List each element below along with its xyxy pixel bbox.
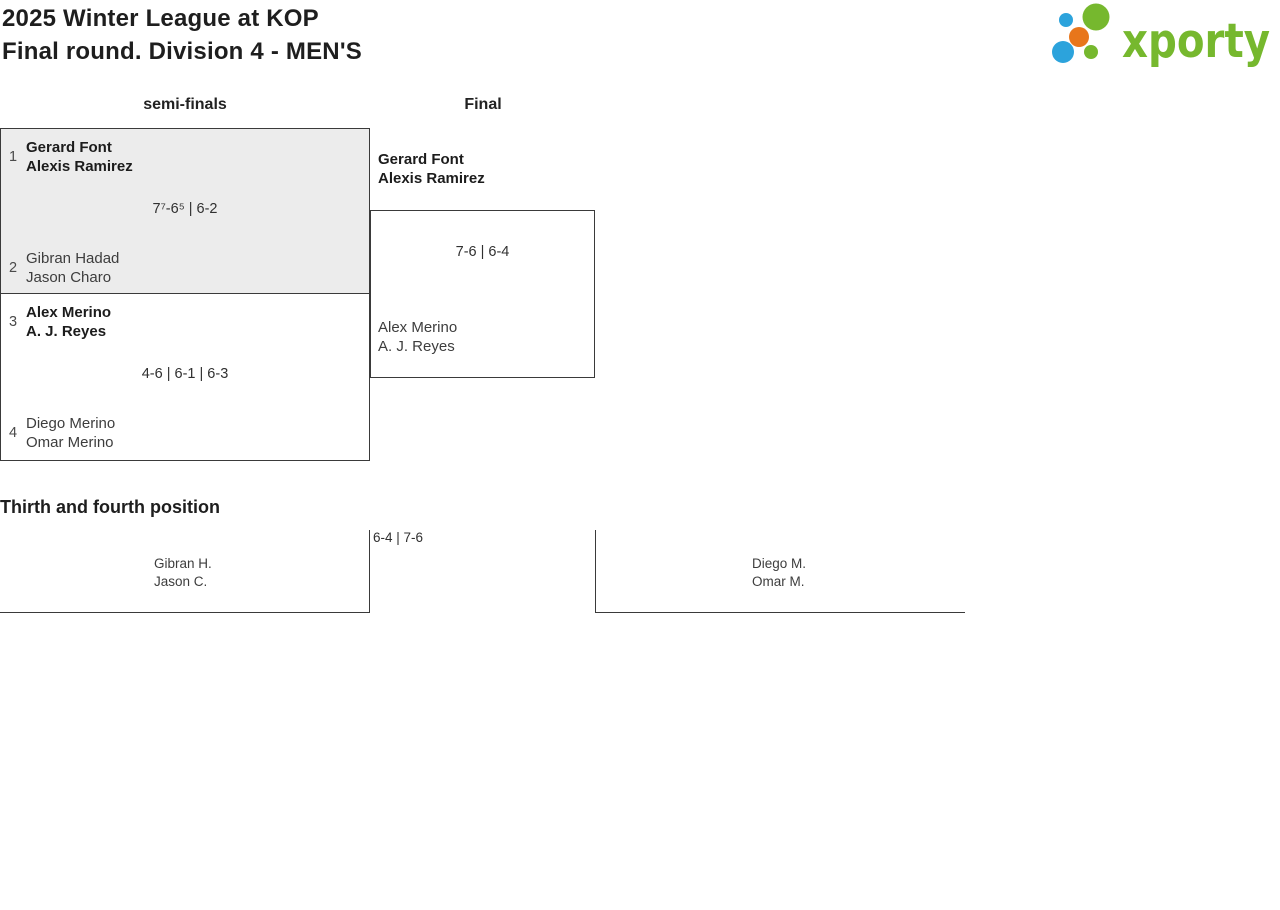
seed-number: 1 xyxy=(9,149,18,165)
player-name: Omar Merino xyxy=(26,434,114,451)
match-score: 4-6 | 6-1 | 6-3 xyxy=(141,366,229,382)
seed-number: 4 xyxy=(9,425,18,441)
final-match-box[interactable]: 7-6 | 6-4 xyxy=(370,210,595,378)
logo-dot-blue-small xyxy=(1059,13,1073,27)
round-header-semifinals: semi-finals xyxy=(143,96,227,113)
final-winner-team: Gerard Font Alexis Ramirez xyxy=(378,150,485,188)
logo-wordmark: xporty xyxy=(1122,14,1270,69)
player-name: Jason C. xyxy=(154,573,208,589)
page-header: 2025 Winter League at KOP Final round. D… xyxy=(2,2,362,68)
player-name: Alexis Ramirez xyxy=(26,158,133,175)
final-match-score: 7-6 | 6-4 xyxy=(455,244,510,260)
player-name: Alexis Ramirez xyxy=(378,170,485,187)
seed-number: 2 xyxy=(9,260,18,276)
player-name: Diego Merino xyxy=(26,415,116,432)
team-players: Gerard Font Alexis Ramirez xyxy=(26,138,133,176)
player-name: Alex Merino xyxy=(378,319,458,336)
team-seed-1: 1 Gerard Font Alexis Ramirez xyxy=(9,138,133,176)
logo-dot-green-large xyxy=(1082,3,1110,31)
player-name: Jason Charo xyxy=(26,269,112,286)
player-name: Gerard Font xyxy=(378,151,464,168)
logo-dot-orange xyxy=(1069,27,1089,47)
page-subtitle: Final round. Division 4 - MEN'S xyxy=(2,38,362,65)
team-seed-3: 3 Alex Merino A. J. Reyes xyxy=(9,303,111,341)
third-place-section-title: Thirth and fourth position xyxy=(0,497,220,517)
player-name: A. J. Reyes xyxy=(26,323,107,340)
logo-dot-green-small xyxy=(1084,45,1098,59)
xporty-logo-graphic: xporty xyxy=(1052,3,1270,69)
team-players: Alex Merino A. J. Reyes xyxy=(26,303,111,341)
match-score: 7⁷-6⁵ | 6-2 xyxy=(152,201,218,217)
xporty-logo: xporty xyxy=(1050,0,1275,75)
player-name: Omar M. xyxy=(752,573,805,589)
seed-number: 3 xyxy=(9,314,18,330)
player-name: Gibran H. xyxy=(154,556,212,571)
third-place-right-bracket[interactable]: Diego M. Omar M. xyxy=(595,530,965,613)
logo-dot-blue-large xyxy=(1052,41,1074,63)
third-place-score: 6-4 | 7-6 xyxy=(373,530,424,545)
page-title: 2025 Winter League at KOP xyxy=(2,5,319,32)
semifinal-match-1[interactable]: 1 Gerard Font Alexis Ramirez 7⁷-6⁵ | 6-2… xyxy=(0,128,370,294)
team-players: Diego Merino Omar Merino xyxy=(26,414,115,452)
third-place-left-team: Gibran H. Jason C. xyxy=(154,555,212,590)
round-header-final: Final xyxy=(464,96,502,113)
team-seed-2: 2 Gibran Hadad Jason Charo xyxy=(9,249,119,287)
player-name: Gerard Font xyxy=(26,139,112,156)
player-name: Alex Merino xyxy=(26,304,112,321)
team-players: Gibran Hadad Jason Charo xyxy=(26,249,119,287)
player-name: Gibran Hadad xyxy=(26,250,120,267)
third-place-left-bracket[interactable]: Gibran H. Jason C. xyxy=(0,530,370,613)
team-seed-4: 4 Diego Merino Omar Merino xyxy=(9,414,115,452)
player-name: Diego M. xyxy=(752,556,807,571)
player-name: A. J. Reyes xyxy=(378,338,455,355)
third-place-right-team: Diego M. Omar M. xyxy=(752,555,806,590)
semifinal-match-2[interactable]: 3 Alex Merino A. J. Reyes 4-6 | 6-1 | 6-… xyxy=(0,293,370,461)
final-loser-team: Alex Merino A. J. Reyes xyxy=(378,318,457,356)
